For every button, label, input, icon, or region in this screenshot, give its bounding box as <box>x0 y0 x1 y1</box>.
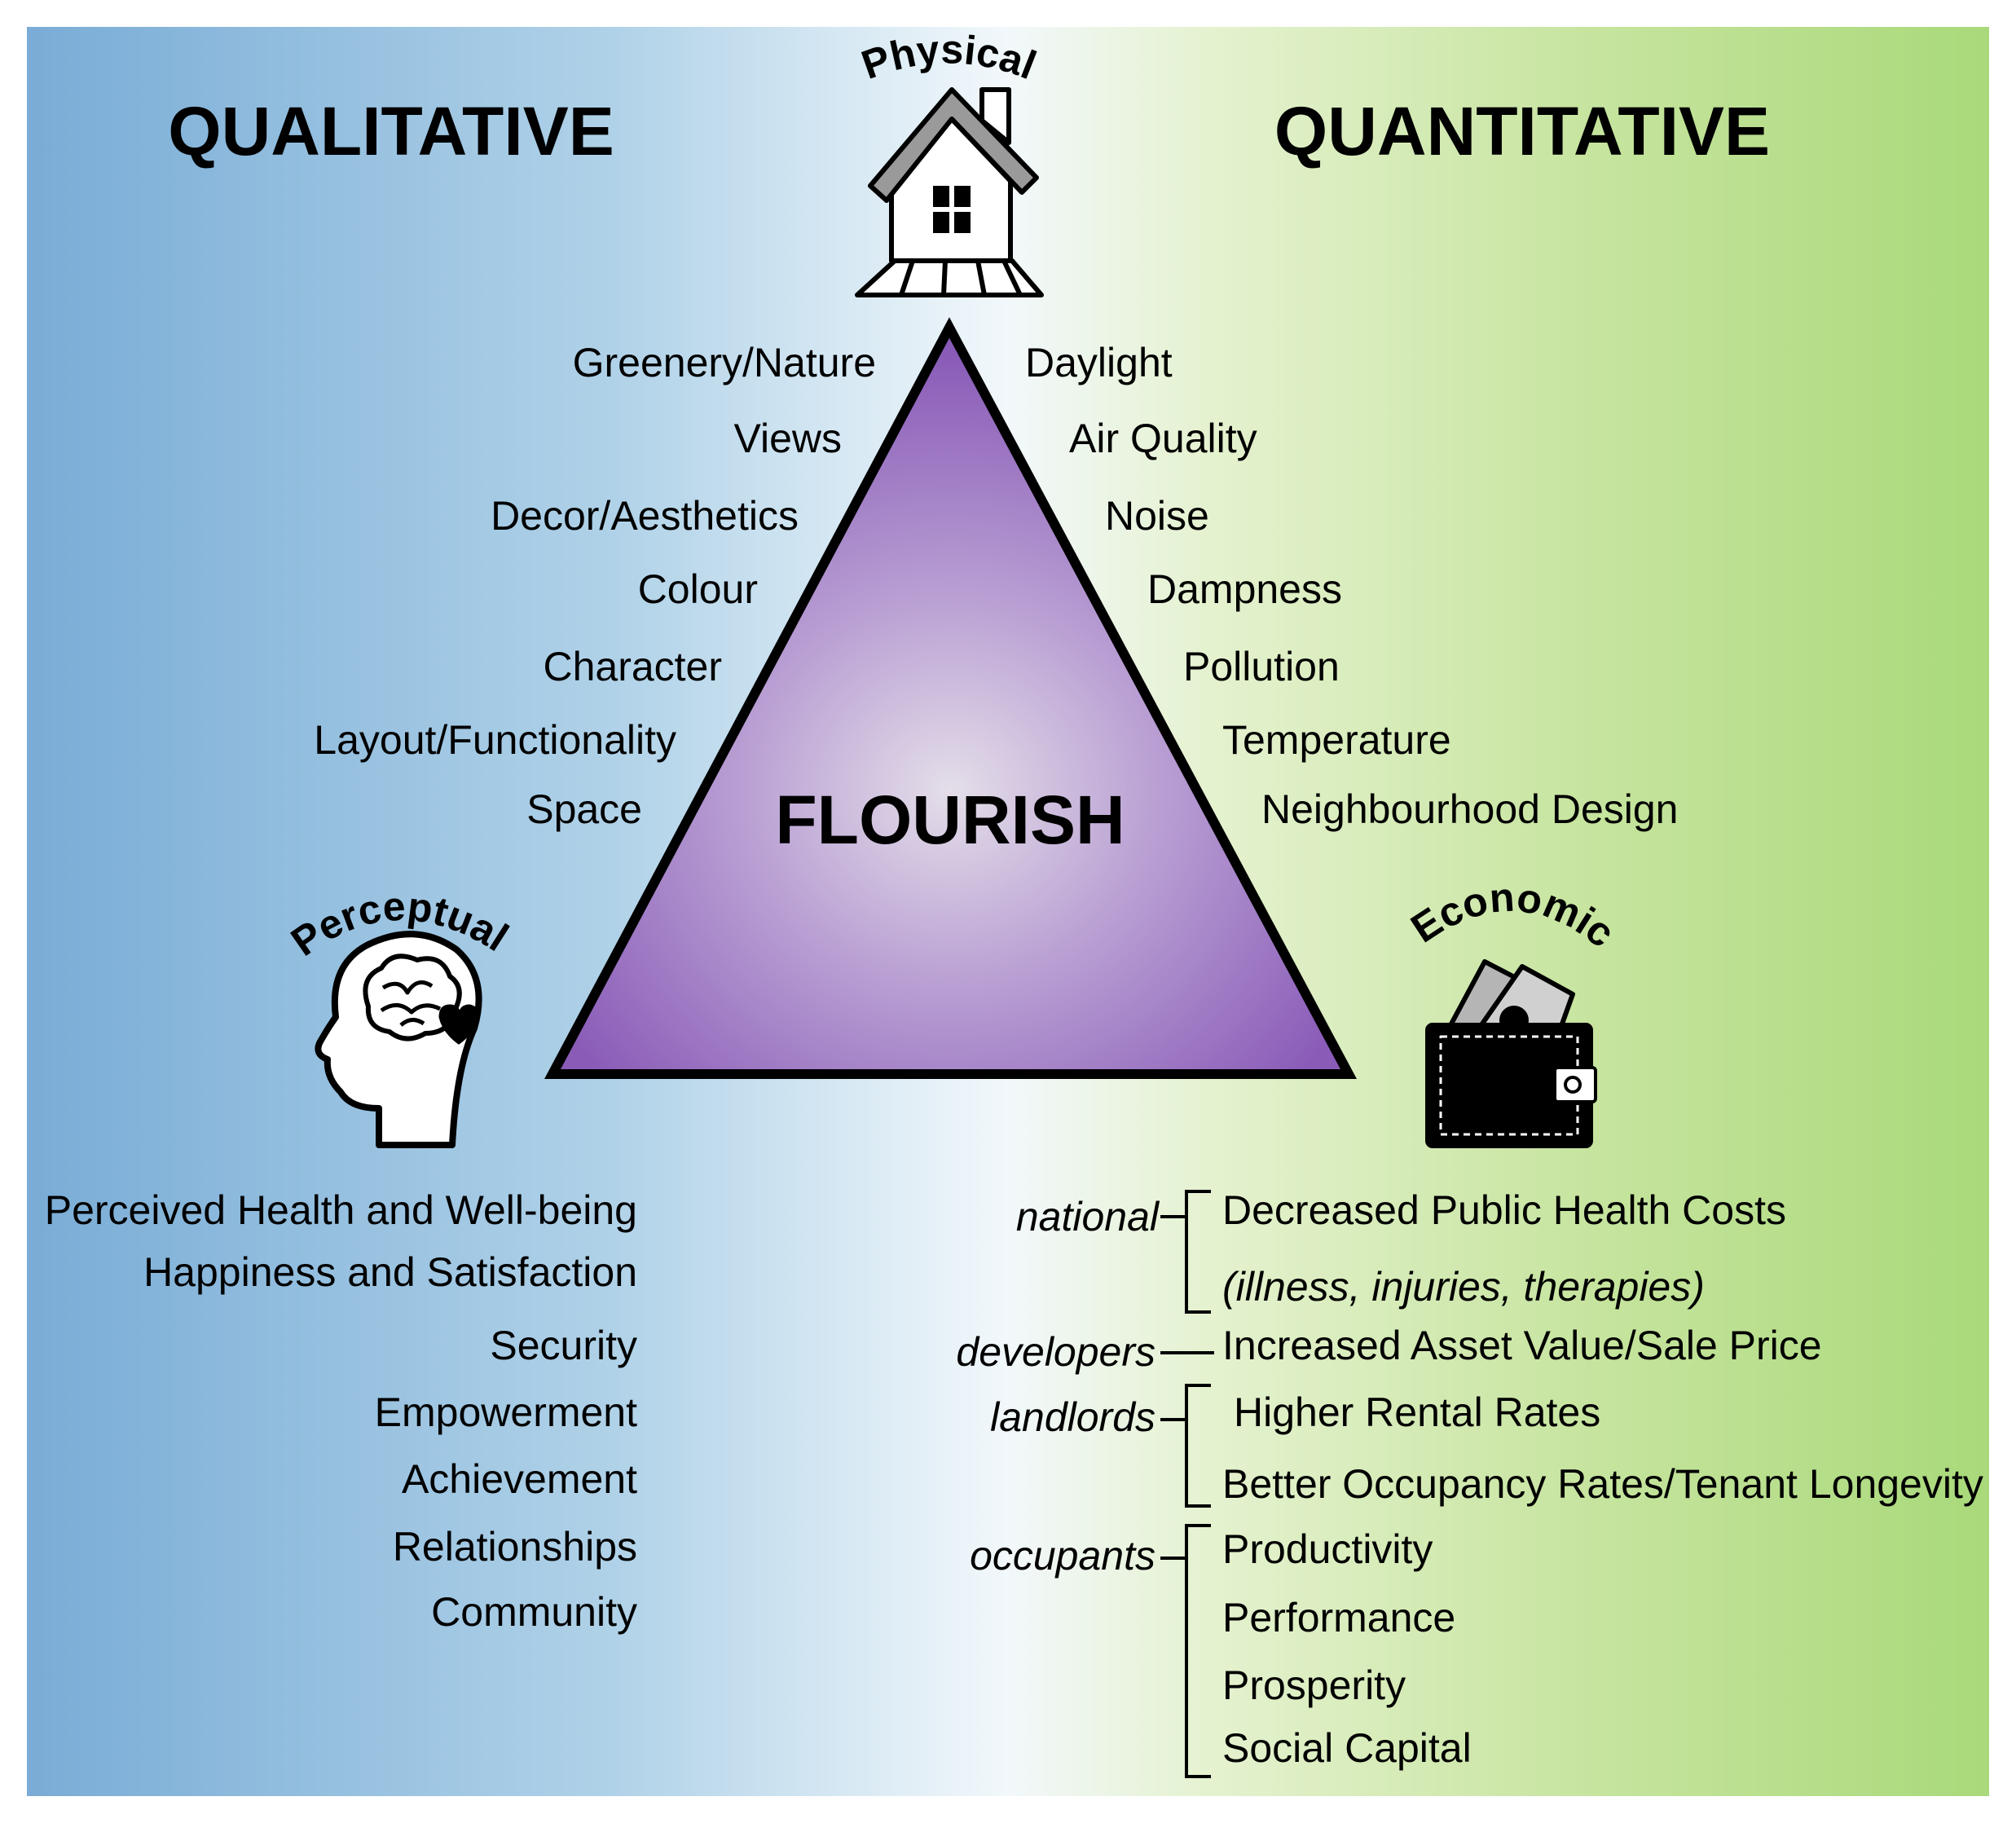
economic-benefit: Increased Asset Value/Sale Price <box>1222 1323 1822 1368</box>
perceptual-outcome: Security <box>490 1323 637 1368</box>
economic-group-label: landlords <box>990 1394 1155 1440</box>
perceptual-outcome: Happiness and Satisfaction <box>143 1249 637 1295</box>
quantitative-factor: Daylight <box>1025 340 1173 385</box>
economic-benefit: Higher Rental Rates <box>1234 1389 1600 1435</box>
perceptual-outcome-list: Perceived Health and Well-being Happines… <box>45 1187 637 1635</box>
quantitative-factor: Dampness <box>1147 566 1342 612</box>
qualitative-factor: Layout/Functionality <box>314 717 676 763</box>
economic-benefit: Prosperity <box>1222 1662 1406 1708</box>
bracket <box>1160 1384 1211 1508</box>
qualitative-factor-list: Greenery/Nature Views Decor/Aesthetics C… <box>314 340 876 832</box>
quantitative-heading: QUANTITATIVE <box>1274 93 1770 170</box>
wallet-icon <box>1425 959 1597 1148</box>
quantitative-factor: Temperature <box>1222 717 1451 763</box>
economic-label: Economic <box>1403 874 1623 957</box>
quantitative-factor: Noise <box>1105 493 1209 539</box>
quantitative-factor: Pollution <box>1183 644 1340 689</box>
perceptual-outcome: Perceived Health and Well-being <box>45 1187 637 1233</box>
qualitative-factor: Greenery/Nature <box>573 340 876 385</box>
economic-benefit: Performance <box>1222 1595 1455 1640</box>
economic-benefit-groups: national Decreased Public Health Costs (… <box>956 1187 1983 1778</box>
quantitative-factor: Neighbourhood Design <box>1261 786 1678 832</box>
quantitative-factor: Air Quality <box>1069 416 1257 461</box>
flourish-triangle <box>544 317 1358 1079</box>
economic-benefit: Social Capital <box>1222 1725 1472 1771</box>
physical-label: Physical <box>856 26 1042 88</box>
economic-benefit: Better Occupancy Rates/Tenant Longevity <box>1222 1461 1983 1507</box>
qualitative-factor: Decor/Aesthetics <box>491 493 799 539</box>
perceptual-outcome: Relationships <box>393 1524 637 1570</box>
bracket <box>1160 1524 1211 1778</box>
flourish-label: FLOURISH <box>775 782 1125 858</box>
qualitative-factor: Colour <box>638 566 758 612</box>
perceptual-outcome: Achievement <box>402 1456 637 1502</box>
economic-benefit: Productivity <box>1222 1526 1433 1572</box>
economic-benefit: (illness, injuries, therapies) <box>1222 1264 1705 1310</box>
economic-benefit: Decreased Public Health Costs <box>1222 1187 1786 1233</box>
head-brain-heart-icon <box>315 931 482 1148</box>
bracket <box>1160 1190 1211 1314</box>
economic-group-label: developers <box>956 1329 1155 1375</box>
qualitative-heading: QUALITATIVE <box>168 93 614 170</box>
qualitative-factor: Character <box>543 644 722 689</box>
economic-group-label: national <box>1016 1194 1160 1240</box>
economic-group-label: occupants <box>970 1533 1155 1579</box>
house-icon <box>855 87 1044 297</box>
qualitative-factor: Space <box>526 786 642 832</box>
perceptual-outcome: Community <box>431 1589 637 1635</box>
qualitative-factor: Views <box>734 416 842 461</box>
perceptual-outcome: Empowerment <box>375 1389 637 1435</box>
quantitative-factor-list: Daylight Air Quality Noise Dampness Poll… <box>1025 340 1678 832</box>
